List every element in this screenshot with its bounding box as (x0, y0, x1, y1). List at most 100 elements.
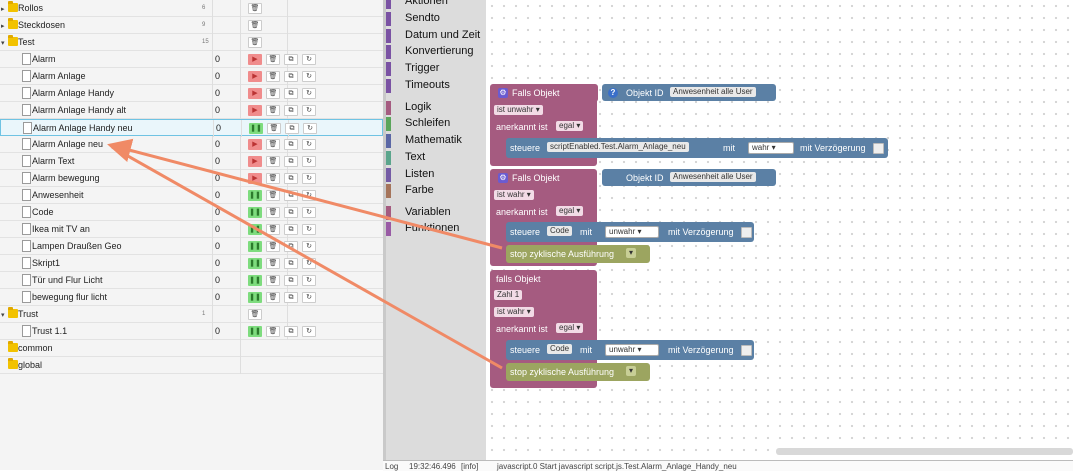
trash-icon[interactable]: 🗑 (266, 275, 280, 286)
steuere-target[interactable]: scriptEnabled.Test.Alarm_Anlage_neu (547, 142, 689, 152)
steuere-target[interactable]: Code (547, 344, 573, 354)
play-icon[interactable]: ▶ (248, 173, 262, 184)
copy-icon[interactable]: ⧉ (284, 173, 298, 184)
tree-folder-row[interactable]: global (0, 357, 383, 374)
reload-icon[interactable]: ↻ (302, 88, 316, 99)
play-icon[interactable]: ▶ (248, 54, 262, 65)
copy-icon[interactable]: ⧉ (284, 54, 298, 65)
expand-toggle-icon[interactable]: ▾ (1, 40, 5, 47)
value-dropdown[interactable]: unwahr ▾ (605, 344, 659, 356)
reload-icon[interactable]: ↻ (302, 258, 316, 269)
toolbox-category[interactable]: Farbe (386, 184, 486, 198)
copy-icon[interactable]: ⧉ (284, 88, 298, 99)
trash-icon[interactable]: 🗑 (266, 292, 280, 303)
value-dropdown[interactable]: unwahr ▾ (605, 226, 659, 238)
trash-icon[interactable]: 🗑 (266, 173, 280, 184)
reload-icon[interactable]: ↻ (302, 173, 316, 184)
toolbox-category[interactable]: Listen (386, 168, 486, 182)
condition-dropdown[interactable]: ist wahr ▾ (494, 190, 534, 200)
stop-block[interactable] (506, 245, 650, 263)
trash-icon[interactable]: 🗑 (266, 207, 280, 218)
copy-icon[interactable]: ⧉ (284, 156, 298, 167)
copy-icon[interactable]: ⧉ (284, 105, 298, 116)
gear-icon[interactable]: ⚙ (498, 88, 508, 98)
gear-icon[interactable]: ⚙ (498, 173, 508, 183)
stop-block[interactable] (506, 363, 650, 381)
delay-checkbox[interactable] (741, 227, 752, 238)
trash-icon[interactable]: 🗑 (267, 123, 281, 134)
ack-dropdown[interactable]: egal ▾ (556, 206, 584, 216)
trash-icon[interactable]: 🗑 (266, 190, 280, 201)
pause-icon[interactable]: ❚❚ (248, 207, 262, 218)
trash-icon[interactable]: 🗑 (266, 54, 280, 65)
expand-toggle-icon[interactable]: ▸ (1, 6, 5, 13)
trash-icon[interactable]: 🗑 (266, 326, 280, 337)
pause-icon[interactable]: ❚❚ (248, 241, 262, 252)
ack-dropdown[interactable]: egal ▾ (556, 121, 584, 131)
trash-icon[interactable]: 🗑 (248, 309, 262, 320)
trash-icon[interactable]: 🗑 (266, 224, 280, 235)
reload-icon[interactable]: ↻ (302, 326, 316, 337)
trash-icon[interactable]: 🗑 (266, 258, 280, 269)
pause-icon[interactable]: ❚❚ (248, 190, 262, 201)
copy-icon[interactable]: ⧉ (284, 139, 298, 150)
copy-icon[interactable]: ⧉ (284, 258, 298, 269)
reload-icon[interactable]: ↻ (302, 292, 316, 303)
trash-icon[interactable]: 🗑 (248, 3, 262, 14)
workspace-horizontal-scrollbar[interactable] (776, 448, 1073, 455)
pause-icon[interactable]: ❚❚ (248, 292, 262, 303)
reload-icon[interactable]: ↻ (302, 190, 316, 201)
reload-icon[interactable]: ↻ (303, 123, 317, 134)
toolbox-category[interactable]: Schleifen (386, 117, 486, 131)
toolbox-category[interactable]: Text (386, 151, 486, 165)
copy-icon[interactable]: ⧉ (284, 207, 298, 218)
trash-icon[interactable]: 🗑 (248, 37, 262, 48)
play-icon[interactable]: ▶ (248, 88, 262, 99)
trash-icon[interactable]: 🗑 (266, 156, 280, 167)
trash-icon[interactable]: 🗑 (266, 105, 280, 116)
delay-checkbox[interactable] (873, 143, 884, 154)
play-icon[interactable]: ▶ (248, 71, 262, 82)
play-icon[interactable]: ▶ (248, 156, 262, 167)
copy-icon[interactable]: ⧉ (284, 241, 298, 252)
reload-icon[interactable]: ↻ (302, 275, 316, 286)
copy-icon[interactable]: ⧉ (285, 123, 299, 134)
reload-icon[interactable]: ↻ (302, 139, 316, 150)
toolbox-category[interactable]: Mathematik (386, 134, 486, 148)
object-id-value[interactable]: Anwesenheit alle User (670, 87, 756, 97)
reload-icon[interactable]: ↻ (302, 241, 316, 252)
expand-toggle-icon[interactable]: ▾ (1, 312, 5, 319)
pause-icon[interactable]: ❚❚ (249, 123, 263, 134)
reload-icon[interactable]: ↻ (302, 207, 316, 218)
trash-icon[interactable]: 🗑 (266, 88, 280, 99)
reload-icon[interactable]: ↻ (302, 54, 316, 65)
delay-checkbox[interactable] (741, 345, 752, 356)
help-icon[interactable]: ? (608, 88, 618, 98)
reload-icon[interactable]: ↻ (302, 156, 316, 167)
number-field[interactable]: Zahl 1 (494, 290, 523, 300)
condition-dropdown[interactable]: ist unwahr ▾ (494, 105, 543, 115)
stop-dropdown[interactable]: ▾ (626, 248, 637, 258)
toolbox-category[interactable]: Konvertierung (386, 45, 486, 59)
steuere-target[interactable]: Code (547, 226, 573, 236)
toolbox-category[interactable]: Aktionen (386, 0, 486, 9)
pause-icon[interactable]: ❚❚ (248, 258, 262, 269)
blockly-workspace[interactable]: ⚙ Falls Objekt ? Objekt ID Anwesenheit a… (486, 0, 1073, 460)
trash-icon[interactable]: 🗑 (248, 20, 262, 31)
reload-icon[interactable]: ↻ (302, 71, 316, 82)
trash-icon[interactable]: 🗑 (266, 139, 280, 150)
toolbox-category[interactable]: Timeouts (386, 79, 486, 93)
